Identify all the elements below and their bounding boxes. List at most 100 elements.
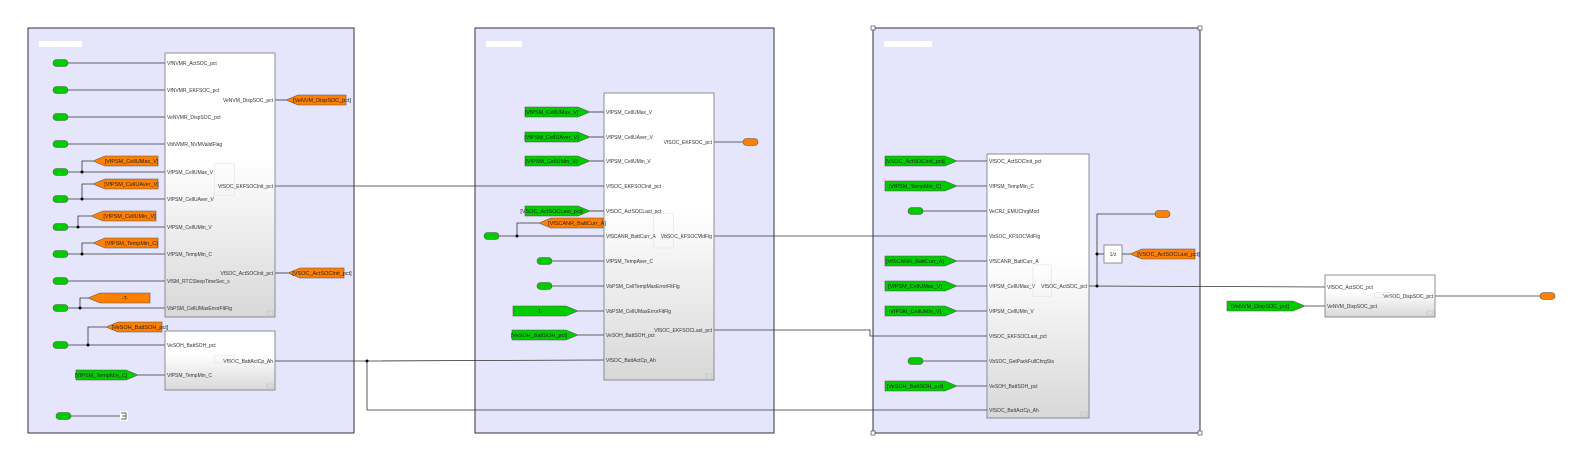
from-tag[interactable]: [VfSCANR_BattCurr_A]	[884, 255, 958, 267]
input-port-label: VeCRJ_EMUChrgMod	[989, 209, 1039, 215]
inport-block[interactable]	[907, 357, 924, 365]
ekf-soc-block[interactable]: VfPSM_CellUMax_VVfPSM_CellUAver_VVfPSM_C…	[603, 92, 715, 381]
outport-block[interactable]	[1539, 292, 1556, 300]
goto-tag[interactable]: [VfSCANR_BattCurr_A]	[538, 217, 606, 229]
input-port-label: VbPSM_CellUMaxErrorFltFlg	[606, 309, 671, 315]
input-port-label: VfPSM_CellUAver_V	[606, 135, 654, 141]
from-tag[interactable]: [VeNVM_DispSOC_pct]	[1226, 300, 1306, 312]
input-port-label: VeNVMR_DispSOC_pct	[167, 115, 221, 121]
goto-tag[interactable]: [VfPSM_TempMin_C]	[92, 237, 159, 249]
from-tag[interactable]: [VfPSM_CellUMin_V]	[524, 155, 591, 167]
input-port-label: VfPSM_CellUMax_V	[167, 170, 214, 176]
goto-tag[interactable]: [VSOC_ActSOCInit_pct]	[287, 267, 352, 279]
act-soc-block[interactable]: VfSOC_ActSOCInit_pctVfPSM_TempMin_CVeCRJ…	[986, 153, 1090, 419]
goto-tag[interactable]: [VfPSM_CellUMin_V]	[90, 210, 157, 222]
inport-block[interactable]	[907, 207, 924, 215]
resize-handle[interactable]	[1197, 430, 1203, 436]
outport-block[interactable]	[1154, 210, 1171, 218]
inport-block[interactable]	[52, 341, 69, 349]
from-tag[interactable]: [VSOC_ActSOCLast_pct]	[520, 205, 591, 217]
input-port-label: VfSOC_EKFSOCInit_pct	[606, 184, 662, 190]
signal-line[interactable]	[87, 326, 106, 345]
block-badge-icon	[1426, 310, 1434, 316]
inport-block[interactable]	[536, 282, 553, 290]
inport-block[interactable]	[52, 195, 69, 203]
inport-block[interactable]	[52, 86, 69, 94]
from-tag[interactable]: [VSOC_ActSOCInit_pct]	[884, 155, 958, 167]
goto-tag-label: [VfPSM_CellUMin_V]	[103, 214, 156, 220]
signal-line[interactable]	[81, 242, 93, 254]
goto-tag[interactable]: [VfPSM_CellUMax_V]	[92, 155, 159, 167]
from-tag-label: [VeSOH_BattSOH_pct]	[887, 384, 944, 390]
from-tag[interactable]: [VfPSM_CellUMax_V]	[525, 106, 591, 118]
inport-block[interactable]	[55, 412, 72, 420]
from-tag[interactable]: -T-	[512, 305, 579, 317]
from-tag[interactable]: [VfPSM_TempMin_C]	[75, 369, 139, 381]
from-tag[interactable]: [VfPSM_TempMin_C]	[884, 180, 958, 192]
branch-point	[78, 306, 82, 310]
inport-block[interactable]	[52, 250, 69, 258]
resize-handle[interactable]	[870, 430, 876, 436]
goto-tag[interactable]: -T-	[87, 292, 151, 304]
goto-tag-label: [VeSOH_BattSOH_pct]	[112, 325, 169, 331]
inport-block[interactable]	[52, 223, 69, 231]
from-tag-label: [VSOC_ActSOCInit_pct]	[885, 159, 945, 165]
signal-line[interactable]	[1088, 285, 1326, 288]
input-port-label: VfPSM_TempMin_C	[167, 373, 212, 379]
signal-line[interactable]	[77, 215, 91, 227]
unit-delay-label: 1/z	[1110, 252, 1117, 258]
resize-handle[interactable]	[1197, 25, 1203, 31]
block-badge-icon	[705, 373, 713, 379]
inport-block[interactable]	[52, 113, 69, 121]
goto-tag-label: [VfPSM_TempMin_C]	[105, 241, 158, 247]
branch-point	[80, 252, 84, 256]
goto-tag-label: [VSOC_ActSOCLast_pct]	[1137, 252, 1200, 258]
unit-delay-block[interactable]: 1/z	[1103, 244, 1123, 264]
input-port-label: VfPSM_TempAver_C	[606, 259, 654, 265]
outport-block[interactable]	[742, 138, 759, 146]
inport-block[interactable]	[52, 277, 69, 285]
signal-line[interactable]	[81, 160, 93, 172]
inport-block[interactable]	[483, 232, 500, 240]
branch-point	[1095, 252, 1099, 256]
input-port-label: VfSCANR_BattCurr_A	[989, 259, 1039, 265]
signal-line[interactable]	[516, 222, 539, 236]
subsystem-title	[486, 41, 522, 47]
inport-block[interactable]	[52, 59, 69, 67]
disp-soc-block[interactable]: VfSOC_ActSOC_pctVeNVM_DispSOC_pctVeSOC_D…	[1324, 274, 1436, 318]
from-tag[interactable]: [VeSOH_BattSOH_pct]	[511, 329, 579, 341]
goto-tag-label: [VSOC_ActSOCInit_pct]	[292, 271, 352, 277]
goto-tag[interactable]: [VSOC_ActSOCLast_pct]	[1129, 248, 1200, 260]
goto-tag[interactable]: [VfPSM_CellUAver_V]	[92, 178, 159, 190]
input-port-label: VfSOC_BattActCp_Ah	[606, 358, 656, 364]
input-port-label: VfNVMR_EKFSOC_pct	[167, 88, 220, 94]
from-tag[interactable]: [VfPSM_CellUMin_V]	[884, 305, 958, 317]
soc-init-block[interactable]: VfNVMR_ActSOC_pctVfNVMR_EKFSOC_pctVeNVMR…	[164, 52, 276, 318]
input-port-label: VbPSM_CellUMaxErrorFltFlg	[167, 306, 232, 312]
goto-tag[interactable]: [VeNVM_DispSOC_pct]	[285, 94, 352, 106]
input-port-label: VfPSM_CellUMin_V	[606, 159, 651, 165]
branch-point	[76, 225, 80, 229]
signal-line[interactable]	[79, 297, 88, 308]
batt-actcp-block[interactable]: VeSOH_BattSOH_pctVfPSM_TempMin_CVfSOC_Ba…	[164, 330, 276, 391]
goto-tag[interactable]: [VeSOH_BattSOH_pct]	[105, 321, 169, 333]
input-port-label: VfPSM_CellUAver_V	[167, 197, 215, 203]
signal-line[interactable]	[366, 361, 987, 411]
from-tag[interactable]: [VfPSM_CellUAver_V]	[524, 131, 591, 143]
goto-tag-label: [VfPSM_CellUMax_V]	[105, 159, 159, 165]
input-port-label: VfSCANR_BattCurr_A	[606, 234, 656, 240]
inport-block[interactable]	[52, 304, 69, 312]
inport-block[interactable]	[536, 257, 553, 265]
signal-line[interactable]	[81, 183, 93, 199]
input-port-label: VeSOH_BattSOH_pct	[606, 333, 655, 339]
resize-handle[interactable]	[870, 25, 876, 31]
signal-line[interactable]	[714, 329, 987, 337]
inport-block[interactable]	[52, 140, 69, 148]
signal-line[interactable]	[1096, 213, 1155, 286]
output-port-label: VfSOC_BattActCp_Ah	[223, 359, 273, 365]
inport-block[interactable]	[52, 168, 69, 176]
from-tag[interactable]: [VfPSM_CellUMax_V]	[884, 280, 958, 292]
input-port-label: VbPSM_CellTempMaxErrorFltFlg	[606, 284, 680, 290]
from-tag[interactable]: [VeSOH_BattSOH_pct]	[884, 380, 958, 392]
